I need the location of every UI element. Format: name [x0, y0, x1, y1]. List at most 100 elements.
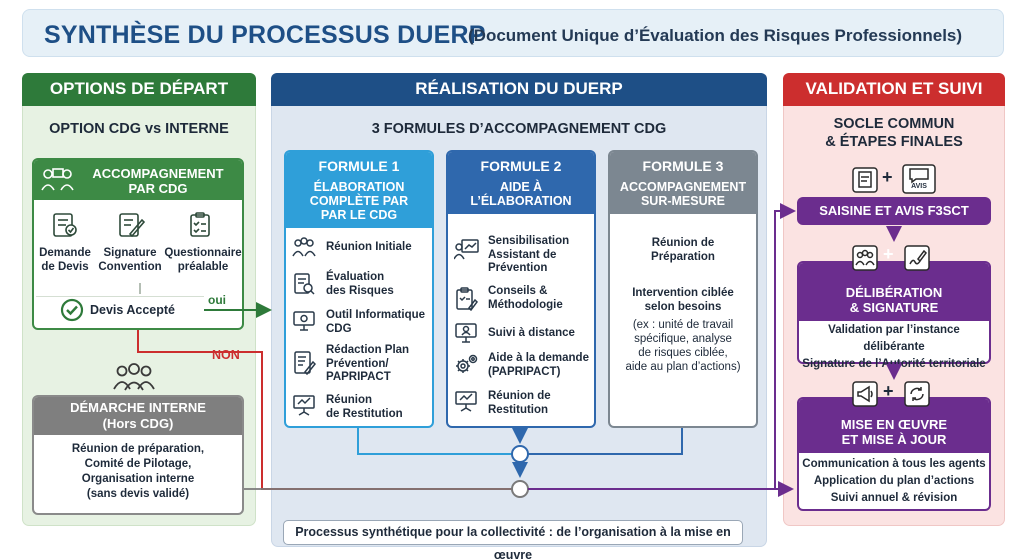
f3-text2-line2: selon besoins: [644, 301, 722, 313]
f3-examples: (ex : unité de travail spécifique, analy…: [610, 318, 756, 374]
step-deliberation-title-line2: & SIGNATURE: [849, 300, 939, 315]
interne-line-2: Comité de Pilotage,: [84, 458, 192, 470]
formule-1-subtitle-line2: COMPLÈTE PAR: [309, 194, 409, 208]
f2-item-2-line1: Conseils &: [488, 285, 548, 297]
step-questionnaire-prealable: Questionnaire préalable: [162, 246, 244, 274]
f1-item-2-line1: Évaluation: [326, 271, 385, 283]
avis-badge: AVIS: [911, 183, 927, 190]
restitution-board-icon: [454, 390, 478, 412]
devis-accepte-label: Devis Accepté: [90, 303, 175, 317]
f1-item-1-line1: Réunion Initiale: [326, 241, 412, 253]
team-presentation-icon: [40, 166, 76, 196]
f2-item-2-line2: Méthodologie: [488, 298, 563, 311]
step-demande-devis-line1: Demande: [39, 247, 91, 259]
formule-3-title: FORMULE 3: [642, 158, 724, 174]
f1-item-1: Réunion Initiale: [326, 241, 432, 255]
f2-item-4: Aide à la demande (PAPRIPACT): [488, 352, 594, 379]
formule-2-subtitle-line2: L’ÉLABORATION: [470, 194, 572, 208]
refresh-cycle-icon: [904, 381, 930, 407]
step-demande-devis-line2: de Devis: [41, 261, 89, 273]
interne-line-1: Réunion de préparation,: [71, 443, 205, 455]
demarche-interne-header: DÉMARCHE INTERNE (Hors CDG): [34, 397, 242, 435]
meeting-icon: [292, 236, 316, 258]
middle-subheader: 3 FORMULES D’ACCOMPAGNEMENT CDG: [371, 121, 667, 137]
formule-1-subtitle-line3: PAR LE CDG: [320, 208, 398, 222]
f2-item-3-line1: Suivi à distance: [488, 327, 575, 339]
f3-text1-line1: Réunion de: [651, 237, 715, 249]
training-chart-icon: [454, 238, 480, 260]
f2-item-1-line3: Prévention: [488, 262, 548, 274]
footer-note: Processus synthétique pour la collectivi…: [283, 520, 743, 559]
devis-accepte-row: [36, 296, 204, 324]
mise-line-1: Communication à tous les agents: [802, 458, 986, 470]
remote-monitor-icon: [454, 322, 478, 344]
f3-text3-line2: spécifique, analyse: [634, 333, 732, 345]
formule-2-subtitle-line1: AIDE À: [499, 180, 543, 194]
left-subheader: OPTION CDG vs INTERNE: [49, 121, 229, 137]
right-subheader-line1: SOCLE COMMUN: [833, 116, 955, 132]
step-mise-details: Communication à tous les agents Applicat…: [799, 456, 989, 507]
demarche-interne-title: DÉMARCHE INTERNE: [70, 400, 206, 415]
f1-item-3-line1: Outil Informatique: [326, 309, 426, 321]
questionnaire-clipboard-icon: [186, 212, 216, 238]
page-subtitle: (Document Unique d’Évaluation des Risque…: [468, 26, 963, 45]
f1-item-3: Outil Informatique CDG: [326, 309, 432, 336]
f3-text1-line2: Préparation: [651, 251, 715, 263]
title-bar: [22, 9, 1004, 57]
deliberation-line-1: Validation par l’instance délibérante: [828, 324, 960, 353]
step-questionnaire-line2: préalable: [177, 261, 229, 273]
step-mise-title-line2: ET MISE À JOUR: [841, 432, 947, 447]
f2-item-4-line2: (PAPRIPACT): [488, 365, 561, 378]
cdg-title-line1: ACCOMPAGNEMENT: [92, 166, 224, 181]
f3-text3-line4: aide au plan d’actions): [625, 361, 741, 373]
right-subheader: SOCLE COMMUN & ÉTAPES FINALES: [783, 115, 1005, 151]
right-subheader-line2: & ÉTAPES FINALES: [825, 134, 963, 150]
step-deliberation-title-line1: DÉLIBÉRATION: [845, 285, 943, 300]
computer-tool-icon: [292, 310, 316, 332]
f1-item-4-line2: Prévention/: [326, 357, 389, 370]
step-signature-line1: Signature: [103, 247, 157, 259]
f2-item-1: Sensibilisation Assistant de Prévention: [488, 235, 594, 276]
middle-column-header: RÉALISATION DU DUERP: [271, 73, 767, 106]
step-deliberation-details: Validation par l’instance délibérante Si…: [799, 322, 989, 373]
mise-line-2: Application du plan d’actions: [813, 475, 975, 487]
f3-reunion-preparation: Réunion de Préparation: [610, 236, 756, 264]
formule-3-subtitle: ACCOMPAGNEMENT SUR-MESURE: [610, 180, 756, 208]
formule-2-title: FORMULE 2: [480, 158, 562, 174]
step-mise-en-oeuvre-header: MISE EN ŒUVRE ET MISE À JOUR: [799, 399, 989, 453]
f1-item-2: Évaluation des Risques: [326, 271, 432, 298]
oui-label: oui: [208, 293, 226, 307]
signature-icon: [904, 245, 930, 271]
f2-item-4-line1: Aide à la demande: [488, 352, 589, 364]
f3-text3-line3: de risques ciblée,: [638, 347, 728, 359]
presentation-board-icon: [292, 394, 316, 416]
page-title: SYNTHÈSE DU PROCESSUS DUERP: [44, 21, 486, 49]
gears-icon: [454, 352, 480, 376]
formule-1-title: FORMULE 1: [318, 158, 400, 174]
formule-3-subtitle-line2: SUR-MESURE: [640, 194, 726, 208]
deliberation-line-2: Signature de l’Autorité territoriale: [802, 358, 986, 370]
formule-3-subtitle-line1: ACCOMPAGNEMENT: [619, 180, 747, 194]
writing-plan-icon: [292, 350, 316, 376]
f1-item-5: Réunion de Restitution: [326, 394, 432, 421]
document-icon: [852, 167, 878, 193]
megaphone-icon: [852, 381, 878, 407]
formule-1-header: FORMULE 1 ÉLABORATION COMPLÈTE PAR PAR L…: [286, 152, 432, 228]
f2-item-1-line2: Assistant de: [488, 248, 557, 261]
f1-item-5-line1: Réunion: [326, 394, 372, 406]
plus-sign-2: +: [883, 244, 894, 264]
f1-item-4-line1: Rédaction Plan: [326, 344, 410, 356]
f3-text3-line1: (ex : unité de travail: [632, 319, 734, 331]
non-label: NON: [212, 348, 240, 362]
f2-item-2: Conseils & Méthodologie: [488, 285, 594, 312]
formule-1-subtitle: ÉLABORATION COMPLÈTE PAR PAR LE CDG: [286, 180, 432, 222]
right-column-header: VALIDATION ET SUIVI: [783, 73, 1005, 106]
f2-item-5-line1: Réunion de: [488, 390, 551, 402]
f1-item-4-line3: PAPRIPACT: [326, 371, 391, 383]
step-signature-convention: Signature Convention: [98, 246, 162, 274]
f1-item-2-line2: des Risques: [326, 284, 394, 297]
step-saisine-title: SAISINE ET AVIS F3SCT: [819, 203, 969, 218]
avis-speech-icon: [902, 164, 936, 194]
risk-evaluation-icon: [292, 272, 316, 296]
plus-sign-1: +: [882, 167, 893, 187]
